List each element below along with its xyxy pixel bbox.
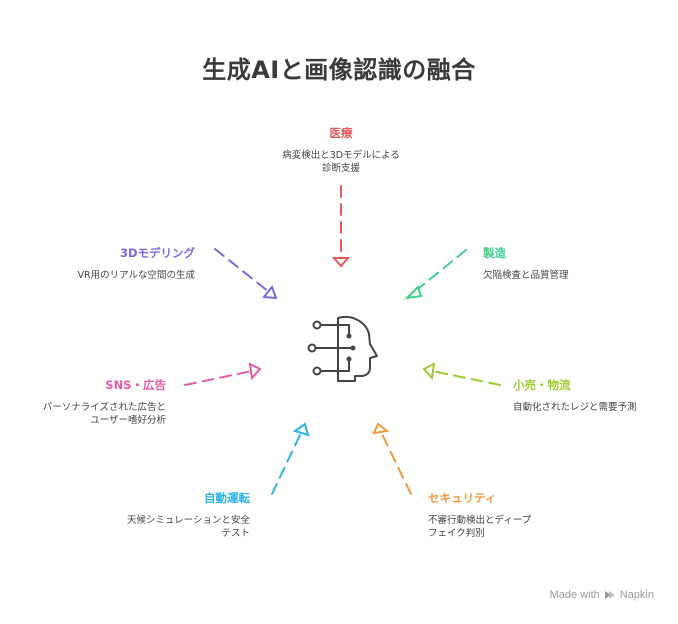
node-sns: SNS・広告 パーソナライズされた広告と ユーザー嗜好分析	[43, 377, 166, 427]
medical-desc: 病変検出と3Dモデルによる 診断支援	[241, 149, 441, 175]
napkin-logo-icon	[604, 591, 615, 599]
arrow-sns	[184, 362, 262, 386]
retail-label: 小売・物流	[513, 378, 571, 392]
manufacturing-desc: 欠陥検査と品質管理	[483, 270, 569, 281]
arrow-security	[372, 422, 412, 495]
sns-desc-line2: ユーザー嗜好分析	[90, 415, 166, 426]
retail-desc: 自動化されたレジと需要予測	[513, 402, 637, 413]
arrow-modeling	[214, 248, 278, 300]
node-retail: 小売・物流 自動化されたレジと需要予測	[513, 377, 637, 414]
ai-head-circuit-icon	[307, 316, 378, 382]
medical-desc-line1: 病変検出と3Dモデルによる	[282, 150, 400, 161]
sns-label: SNS・広告	[105, 378, 166, 392]
medical-desc-line2: 診断支援	[321, 163, 360, 174]
footer-attribution[interactable]: Made with Napkin	[550, 589, 654, 601]
manufacturing-label: 製造	[483, 246, 506, 260]
arrow-driving	[271, 422, 310, 495]
medical-label: 医療	[329, 126, 353, 140]
driving-label: 自動運転	[204, 491, 250, 505]
footer-made-with: Made with	[549, 589, 600, 601]
node-medical: 医療 病変検出と3Dモデルによる 診断支援	[241, 125, 441, 175]
node-driving: 自動運転 天候シミュレーションと安全 テスト	[127, 490, 250, 540]
page-title: 生成AIと画像認識の融合	[202, 56, 476, 84]
node-manufacturing: 製造 欠陥検査と品質管理	[483, 245, 569, 282]
node-modeling: 3Dモデリング VR用のリアルな空間の生成	[77, 245, 195, 282]
security-desc: 不審行動検出とディープ フェイク判別	[428, 514, 531, 540]
driving-desc: 天候シミュレーションと安全 テスト	[127, 514, 250, 540]
sns-desc: パーソナライズされた広告と ユーザー嗜好分析	[43, 401, 166, 427]
security-label: セキュリティ	[428, 491, 497, 505]
security-desc-line1: 不審行動検出とディープ	[428, 515, 532, 526]
sns-desc-line1: パーソナライズされた広告と	[42, 402, 166, 413]
node-security: セキュリティ 不審行動検出とディープ フェイク判別	[428, 490, 531, 540]
driving-desc-line2: テスト	[221, 528, 250, 539]
arrow-medical	[331, 185, 351, 268]
driving-desc-line1: 天候シミュレーションと安全	[126, 515, 250, 526]
footer-brand: Napkin	[619, 589, 654, 601]
security-desc-line2: フェイク判別	[428, 528, 485, 539]
arrow-manufacturing	[404, 249, 467, 300]
arrow-retail	[422, 362, 501, 386]
modeling-label: 3Dモデリング	[119, 246, 195, 260]
modeling-desc: VR用のリアルな空間の生成	[77, 270, 195, 281]
